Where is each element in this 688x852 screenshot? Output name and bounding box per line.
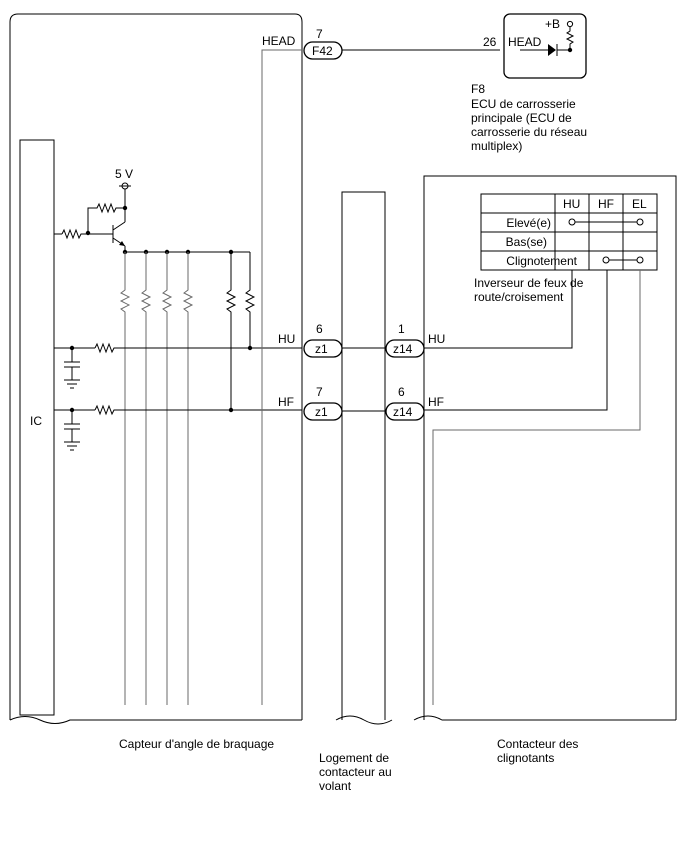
- dimmer-caption-line-2: route/croisement: [474, 290, 564, 304]
- steering-wheel-housing: Logement de contacteur au volant: [319, 191, 393, 793]
- table-row-high: Elevé(e): [506, 216, 551, 230]
- z14-hf-pin: 6: [398, 385, 405, 399]
- connector-z14-hu: 1 z14: [385, 322, 425, 358]
- table-col-hf: HF: [598, 197, 614, 211]
- hu-input-circuit: [54, 342, 302, 389]
- z1-hf-pin: 7: [316, 385, 323, 399]
- table-col-el: EL: [632, 197, 647, 211]
- table-row-low: Bas(se): [506, 235, 547, 249]
- body-ecu: 26 HEAD +B F8 ECU de carrosserie princip…: [471, 13, 587, 153]
- sensor-hu-label: HU: [278, 332, 295, 346]
- housing-caption-line-1: Logement de: [319, 751, 389, 765]
- steering-angle-sensor: IC 5 V: [9, 13, 303, 751]
- dimmer-caption-line-1: Inverseur de feux de: [474, 276, 584, 290]
- connector-f42: 7 F42: [303, 27, 343, 60]
- sensor-caption: Capteur d'angle de braquage: [119, 737, 274, 751]
- sensor-hf-label: HF: [278, 395, 294, 409]
- switch-hf-wire: [424, 270, 608, 411]
- ecu-supply-label: +B: [545, 17, 560, 31]
- switch-caption-line-1: Contacteur des: [497, 737, 578, 751]
- head-line-internal: [261, 49, 302, 705]
- transistor-stage: [54, 202, 128, 252]
- supply-5v-label: 5 V: [115, 167, 133, 181]
- connector-z1-hu: 6 z1: [303, 322, 343, 358]
- z1-hu-name: z1: [315, 342, 328, 356]
- ecu-pin: 26: [483, 35, 497, 49]
- turn-signal-switch: HU HF HU HF EL Elevé(e) Bas(se) Clignote…: [413, 175, 677, 765]
- z1-hu-pin: 6: [316, 322, 323, 336]
- ecu-name-line-2: principale (ECU de: [471, 111, 572, 125]
- hf-input-circuit: [54, 404, 302, 451]
- switch-hf-label: HF: [428, 395, 444, 409]
- table-col-hu: HU: [563, 197, 580, 211]
- switch-hu-label: HU: [428, 332, 445, 346]
- ecu-box: [503, 13, 587, 79]
- z14-hu-name: z14: [393, 342, 413, 356]
- switch-el-wire: [432, 270, 641, 705]
- pullup-resistors: [119, 252, 256, 705]
- ecu-name-line-1: ECU de carrosserie: [471, 97, 576, 111]
- sensor-outline: [9, 13, 303, 720]
- ic-label: IC: [30, 414, 42, 428]
- table-row-flash: Clignotement: [506, 254, 577, 268]
- switch-caption-line-2: clignotants: [497, 751, 554, 765]
- z1-hf-name: z1: [315, 405, 328, 419]
- connector-z1-hf: 7 z1: [303, 385, 343, 421]
- ecu-name-line-3: carrosserie du réseau: [471, 125, 587, 139]
- ecu-diode-icon: [548, 44, 556, 56]
- z14-hu-pin: 1: [398, 322, 405, 336]
- sensor-head-label: HEAD: [262, 34, 296, 48]
- f42-pin: 7: [316, 27, 323, 41]
- ecu-name-line-4: multiplex): [471, 139, 522, 153]
- ic-block: [19, 139, 55, 716]
- switch-hu-wire: [424, 270, 573, 349]
- ecu-code: F8: [471, 82, 485, 96]
- connector-z14-hf: 6 z14: [385, 385, 425, 421]
- housing-caption-line-3: volant: [319, 779, 352, 793]
- housing-caption-line-2: contacteur au: [319, 765, 392, 779]
- z14-hf-name: z14: [393, 405, 413, 419]
- ecu-head-label: HEAD: [508, 35, 542, 49]
- f42-name: F42: [312, 44, 333, 58]
- dimmer-switch-table: HU HF EL Elevé(e) Bas(se) Clignotement: [480, 193, 658, 271]
- sensor-break-line: [9, 716, 302, 724]
